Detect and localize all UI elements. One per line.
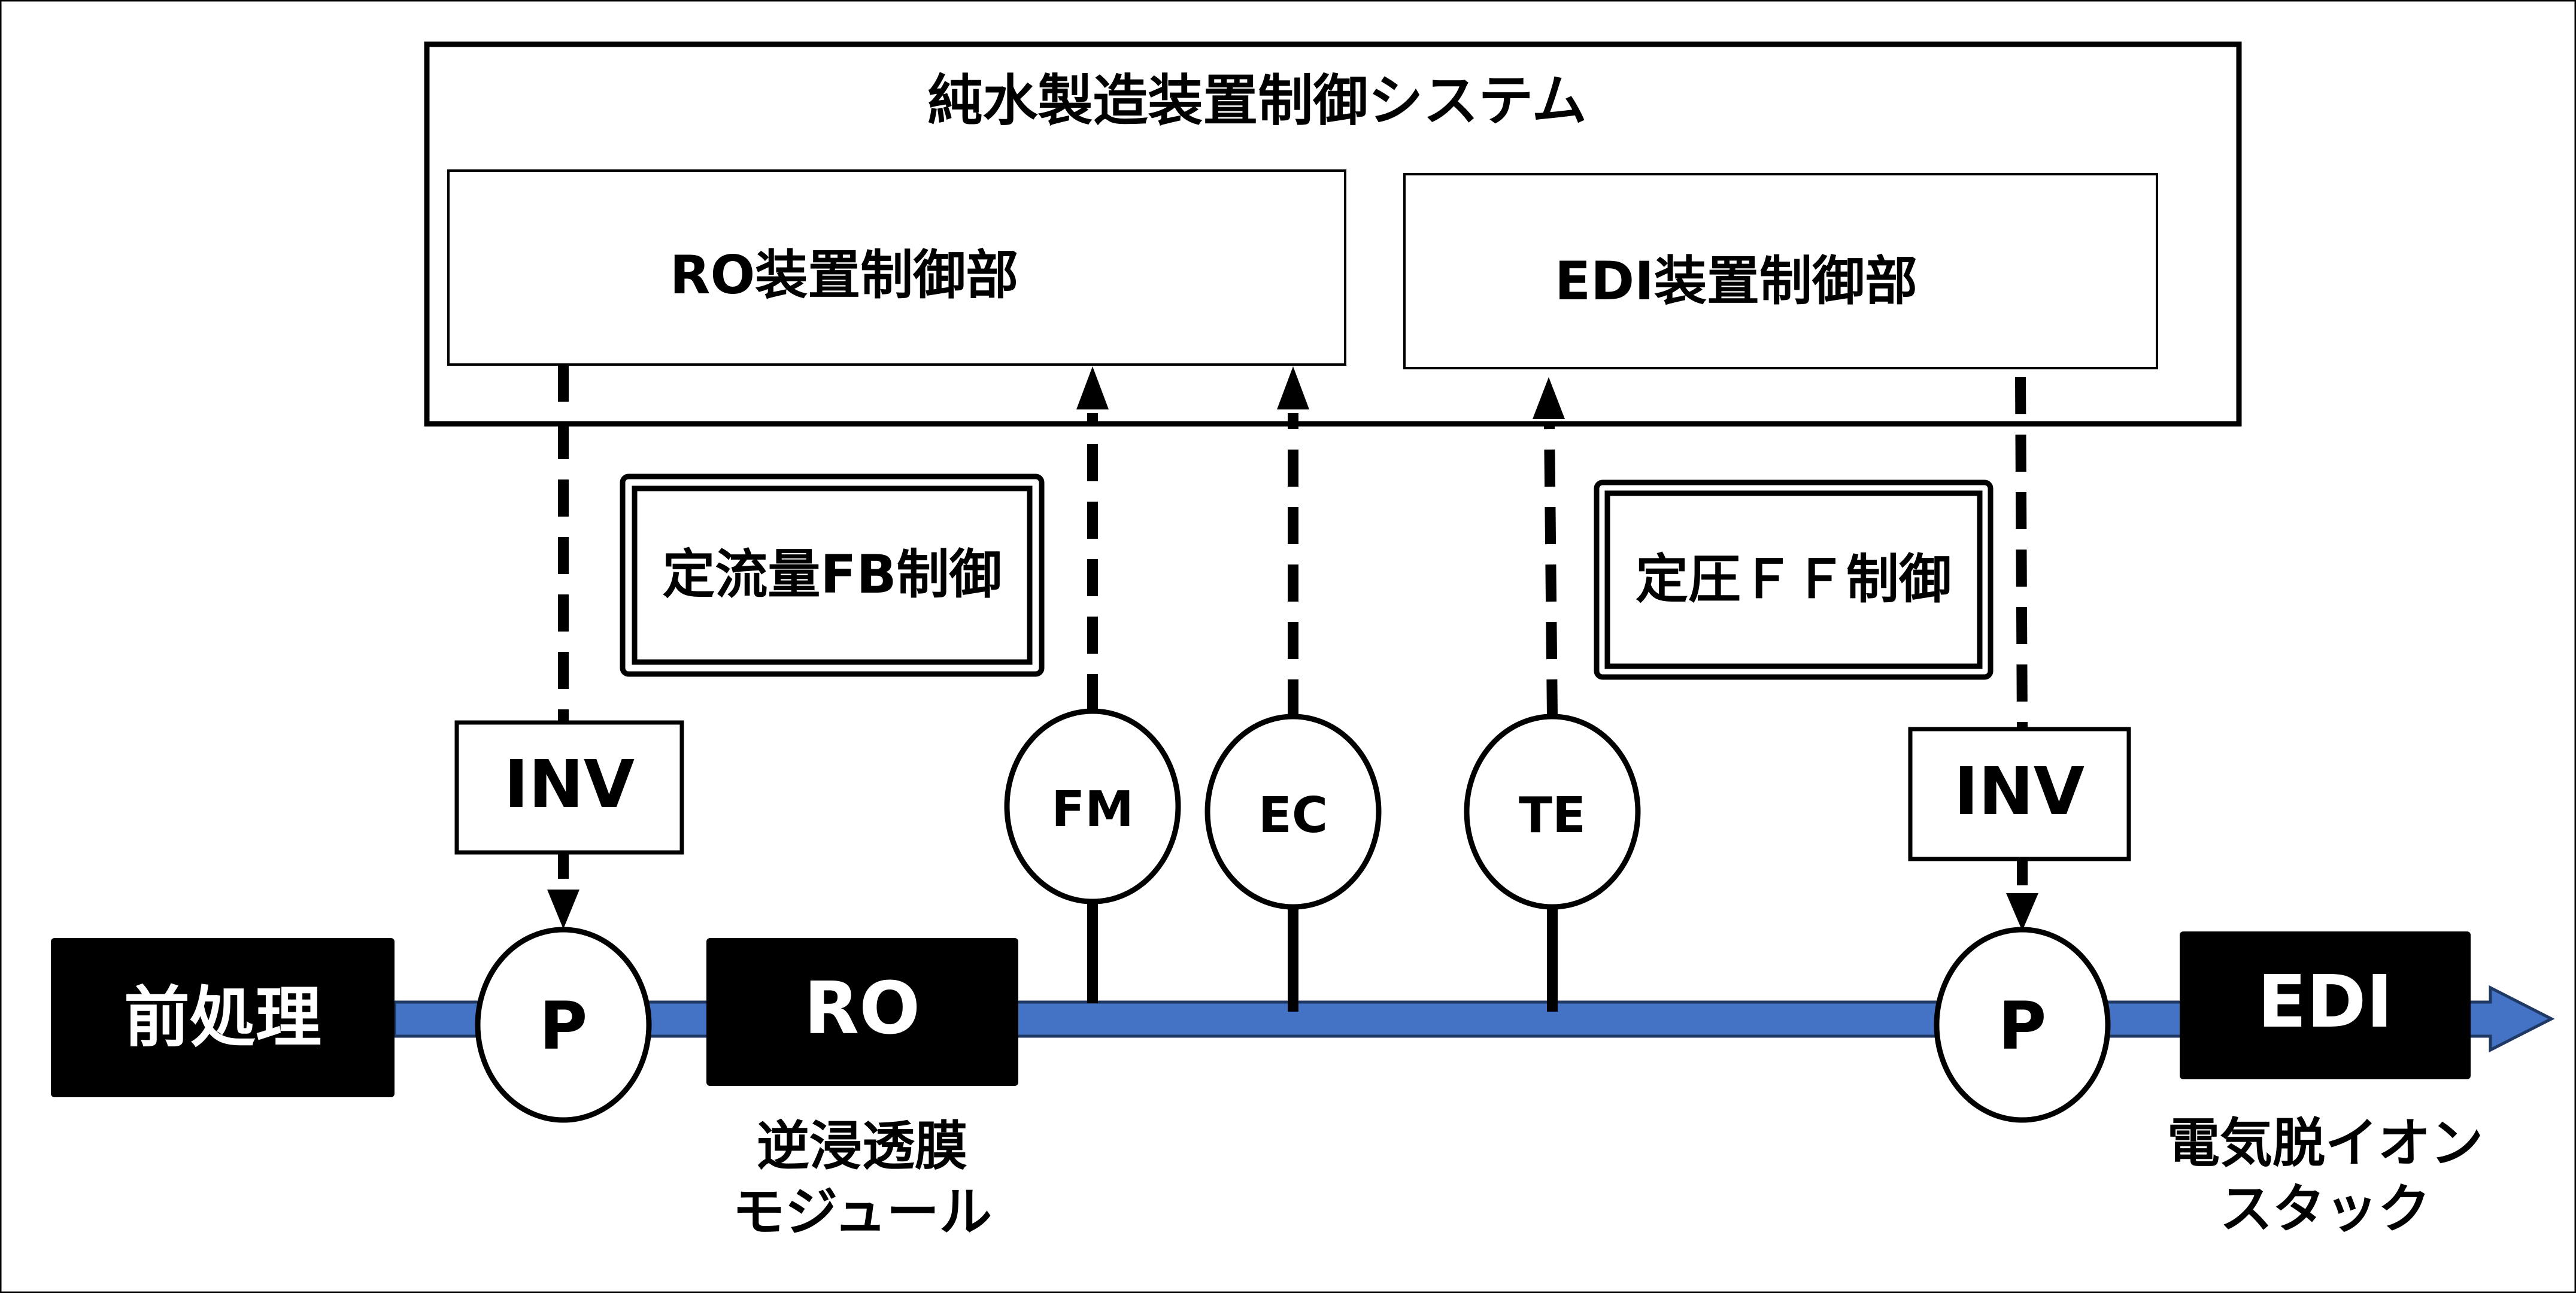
ro-module-unit: RO: [706, 938, 1018, 1086]
constant-pressure-ff-control-box: 定圧ＦＦ制御: [1594, 479, 1994, 680]
edi-control-unit-label: EDI装置制御部: [1555, 250, 1917, 312]
edi-caption-line1: 電気脱イオン: [2167, 1112, 2483, 1174]
edi-stack-label: EDI: [2258, 961, 2393, 1044]
system-title: 純水製造装置制御システム: [927, 69, 1586, 133]
inverter-ro-label: INV: [504, 746, 635, 822]
inv-to-pump-ro-arrowhead-icon: [547, 890, 579, 929]
pretreatment-unit: 前処理: [51, 938, 395, 1097]
ro-module-label: RO: [804, 967, 920, 1051]
edi-caption-line2: スタック: [2220, 1178, 2431, 1240]
pretreatment-label: 前処理: [124, 979, 321, 1056]
edi-control-unit: EDI装置制御部: [1403, 173, 2158, 369]
inverter-ro: INV: [454, 720, 684, 855]
te-signal-line: [1544, 421, 1558, 717]
inverter-edi: INV: [1908, 727, 2131, 861]
flow-meter-sensor: FM: [1004, 708, 1181, 905]
inverter-edi-label: INV: [1954, 753, 2085, 830]
edi-control-to-inv-signal-line: [2015, 377, 2028, 730]
flow-meter-label: FM: [1051, 781, 1134, 838]
conductivity-label: EC: [1258, 787, 1328, 844]
pump-ro-label: P: [539, 988, 588, 1064]
temperature-label: TE: [1519, 787, 1586, 844]
constant-pressure-ff-control-label: 定圧ＦＦ制御: [1636, 548, 1952, 610]
ro-control-unit-label: RO装置制御部: [670, 244, 1019, 306]
conductivity-sensor: EC: [1204, 714, 1382, 910]
inv-to-pump-edi-arrowhead-icon: [2006, 893, 2038, 931]
ro-caption-line1: 逆浸透膜: [757, 1115, 967, 1177]
ro-caption-line2: モジュール: [732, 1181, 992, 1243]
constant-flow-fb-control-box: 定流量FB制御: [620, 474, 1045, 677]
fm-signal-arrowhead-icon: [1076, 366, 1109, 409]
pump-edi-label: P: [1998, 988, 2047, 1064]
ro-control-unit: RO装置制御部: [447, 169, 1346, 366]
pump-ro: P: [475, 927, 652, 1123]
pump-edi: P: [1934, 927, 2111, 1123]
temperature-sensor: TE: [1464, 714, 1641, 910]
te-signal-arrowhead-icon: [1533, 377, 1565, 419]
edi-stack-unit: EDI: [2180, 931, 2471, 1079]
constant-flow-fb-control-label: 定流量FB制御: [662, 544, 1002, 605]
ec-signal-arrowhead-icon: [1277, 366, 1309, 409]
